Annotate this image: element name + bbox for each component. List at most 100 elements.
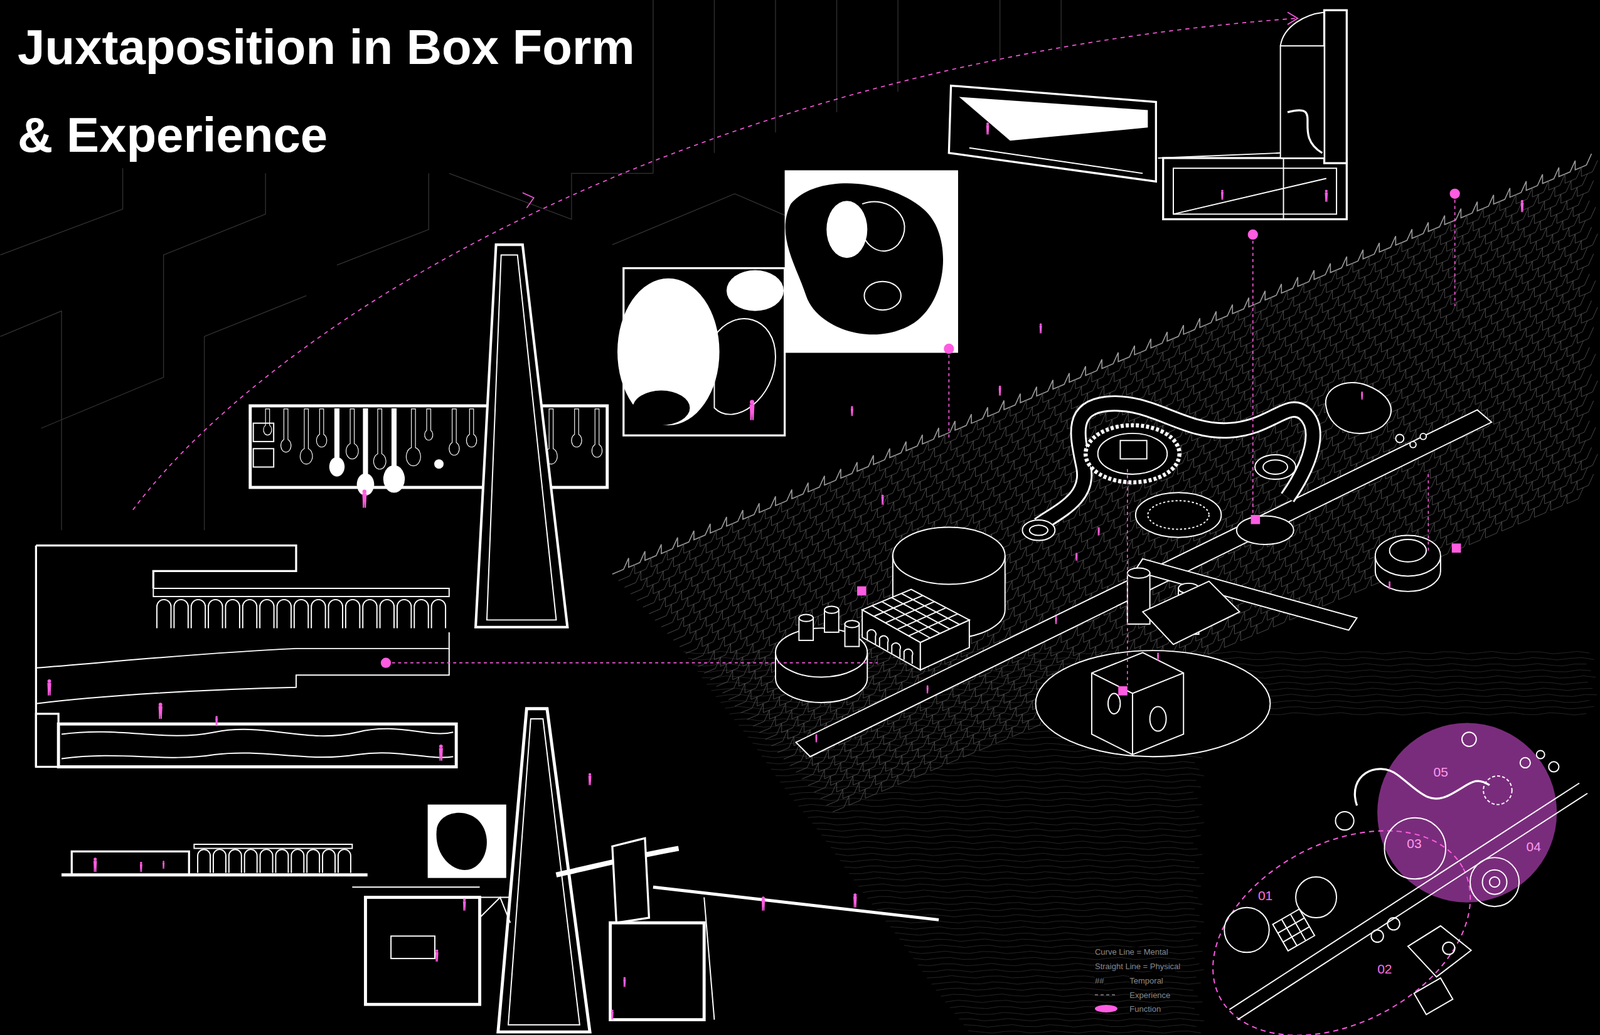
site-plan — [1548, 761, 1559, 772]
human-figure — [158, 706, 163, 720]
axonometric-complex — [845, 620, 860, 628]
section-drawings — [726, 270, 784, 312]
terrain-texture — [936, 988, 1194, 991]
background-grid — [1000, 0, 1062, 62]
axonometric-complex — [1395, 434, 1404, 443]
human-figure — [1324, 190, 1328, 203]
human-figure — [881, 495, 885, 498]
terrain-texture — [862, 890, 1194, 893]
label-holder: 05 — [1433, 764, 1449, 780]
legend-text: Straight Line = Physical — [1094, 961, 1181, 972]
section-drawings — [153, 588, 449, 597]
human-figure — [93, 857, 97, 873]
pink-markers — [1450, 188, 1461, 199]
site-plan — [1442, 942, 1456, 955]
human-figure — [1157, 654, 1159, 661]
human-figure — [815, 734, 817, 743]
terrain-texture — [931, 981, 1201, 985]
site-plan — [1335, 811, 1354, 831]
human-figure — [139, 862, 143, 873]
pink-markers — [1451, 543, 1462, 553]
human-figure — [623, 979, 626, 988]
human-figure — [215, 718, 218, 727]
human-figure — [815, 736, 817, 743]
human-figure — [998, 385, 1002, 389]
pink-markers — [857, 586, 867, 597]
terrain-texture — [922, 970, 1205, 973]
human-figure — [1054, 616, 1057, 625]
arcade — [156, 599, 446, 629]
drip-form — [424, 409, 433, 441]
human-figure — [986, 122, 989, 125]
ground-section — [61, 709, 939, 1033]
human-figure — [588, 776, 592, 786]
terrain-texture — [904, 945, 1198, 949]
ground-section — [365, 897, 480, 1006]
site-plan — [1377, 723, 1557, 903]
axonometric-complex — [872, 593, 960, 639]
human-figure — [1098, 528, 1100, 536]
axonometric-complex — [798, 614, 814, 622]
drip-form — [357, 409, 374, 496]
pink-markers — [380, 188, 1462, 696]
callout-number: 02 — [1377, 961, 1392, 977]
site-plan — [1229, 783, 1588, 1020]
legend-entry: Curve Line = Mental — [1094, 946, 1169, 958]
background-grid — [336, 173, 429, 265]
terrain-contours — [612, 153, 1598, 1034]
human-figure — [1075, 552, 1078, 555]
terrain-texture — [766, 761, 1195, 765]
journey-arc — [133, 12, 1298, 511]
human-figure — [588, 773, 592, 776]
terrain-texture — [775, 774, 1205, 777]
terrain-texture — [899, 939, 1193, 942]
section-drawings — [35, 632, 449, 669]
terrain-contour — [722, 320, 1588, 694]
drip-form — [299, 409, 313, 465]
human-figure — [611, 1010, 614, 1013]
label-holder: 04 — [1526, 839, 1542, 855]
human-figure — [998, 385, 1002, 396]
terrain-texture — [793, 798, 1198, 802]
pink-markers — [943, 343, 954, 354]
section-drawings — [632, 390, 690, 426]
human-figure — [1324, 192, 1328, 203]
axonometric-complex — [1127, 567, 1151, 578]
terrain-contour — [710, 300, 1592, 681]
site-plan — [1370, 930, 1384, 944]
axonometric-complex — [892, 527, 1006, 585]
axonometric-complex — [1375, 535, 1441, 576]
human-figure — [1388, 581, 1391, 590]
human-figure — [435, 949, 439, 962]
human-figure — [749, 400, 755, 421]
ground-section — [428, 805, 506, 878]
human-figure — [1360, 391, 1363, 394]
ground-section — [480, 897, 511, 924]
human-figure — [47, 679, 51, 696]
axonometric-complex — [1098, 433, 1168, 475]
drip-form — [466, 409, 477, 448]
section-drawings — [35, 648, 449, 704]
terrain-texture — [885, 921, 1205, 924]
human-figure — [588, 773, 592, 785]
section-drawings — [250, 405, 608, 488]
site-plan — [1387, 917, 1400, 931]
site-plan — [1470, 857, 1520, 907]
section-drawings — [714, 318, 776, 415]
human-figure — [463, 901, 467, 911]
human-figure — [162, 860, 165, 863]
site-plan — [1461, 732, 1477, 747]
human-figure — [435, 952, 439, 962]
background-grid — [41, 173, 267, 428]
human-figure — [1221, 190, 1224, 201]
site-plan — [1408, 926, 1472, 977]
terrain-texture — [848, 872, 1205, 875]
human-figure — [986, 122, 990, 135]
legend-sample — [1094, 993, 1118, 998]
human-figure — [1360, 393, 1363, 400]
human-figure — [47, 679, 52, 684]
terrain-texture — [803, 810, 1195, 814]
ground-section — [390, 936, 435, 959]
section-drawings — [58, 724, 457, 767]
